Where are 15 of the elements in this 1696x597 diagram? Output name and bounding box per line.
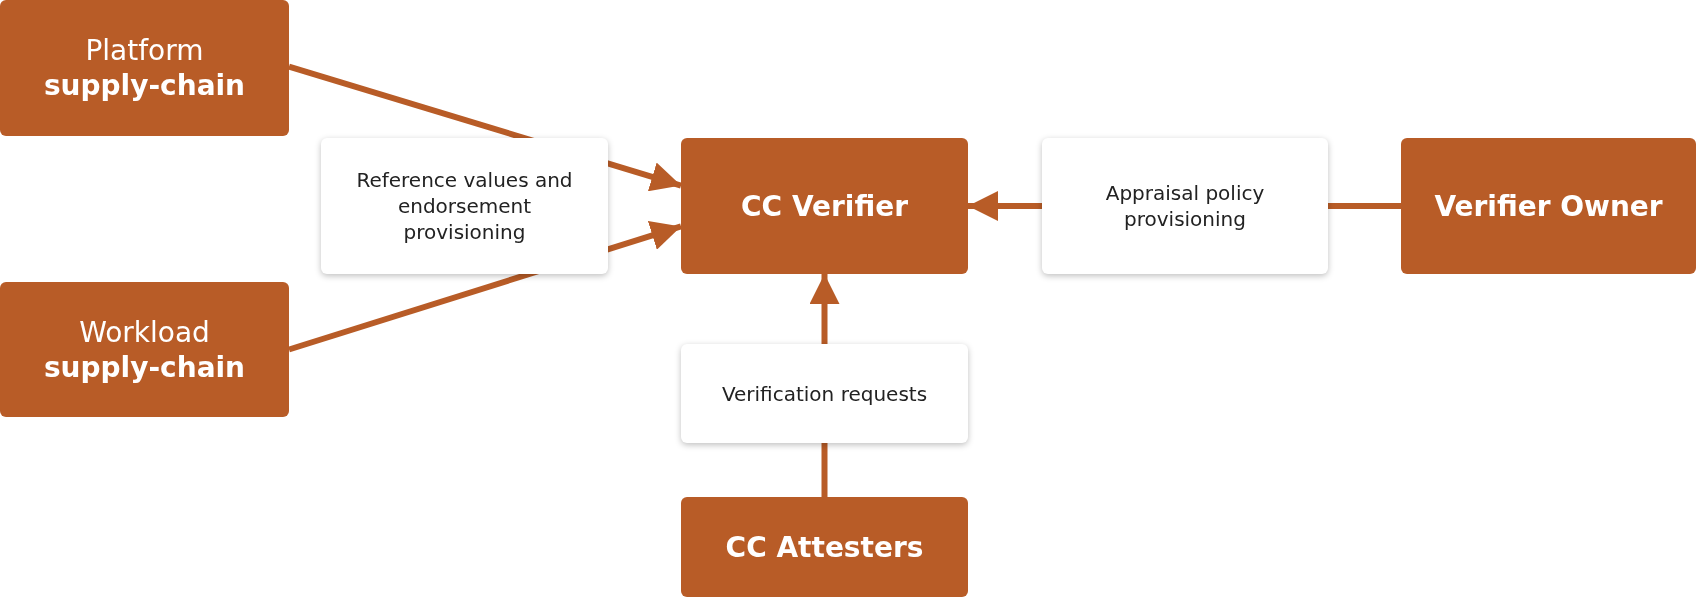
process-box — [0, 0, 289, 136]
process-box — [681, 497, 968, 597]
node-label: CC Attesters — [725, 529, 924, 565]
edge-label: Appraisal policy provisioning — [1042, 138, 1328, 274]
process-box — [0, 282, 289, 417]
node-label: Verifier Owner — [1434, 188, 1663, 224]
edge-label: Reference values and endorsement provisioning — [321, 138, 608, 274]
process-box — [1401, 138, 1696, 274]
node-label: Workload — [79, 314, 210, 350]
node-label: CC Verifier — [741, 188, 908, 224]
process-box — [681, 138, 968, 274]
edge-label: Verification requests — [681, 344, 968, 443]
node-label: supply-chain — [43, 68, 246, 103]
node-label: supply-chain — [43, 349, 246, 385]
node-label: Platform — [85, 33, 204, 68]
